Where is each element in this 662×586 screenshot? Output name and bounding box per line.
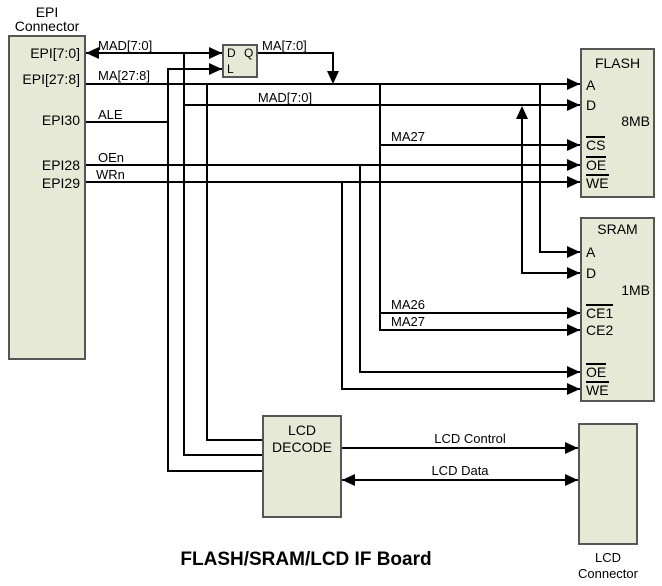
- label-ale: ALE: [98, 107, 123, 122]
- label-mad-lower: MAD[7:0]: [257, 90, 313, 105]
- wire-mad-bus: [86, 52, 222, 54]
- arrowhead-flash-a: [567, 78, 580, 90]
- wire-decode-in3: [167, 470, 262, 472]
- epi-pin-epi27-8: EPI[27:8]: [22, 71, 80, 87]
- epi-connector-box: [8, 35, 86, 360]
- label-ma-low: MA[7:0]: [262, 38, 307, 53]
- sram-box: [580, 217, 655, 402]
- lcd-connector-label-line1: LCD: [594, 550, 621, 565]
- arrowhead-latch-d: [209, 47, 222, 59]
- arrowhead-sram-d: [567, 267, 580, 279]
- arrowhead-sram-we: [567, 383, 580, 395]
- arrowhead-flash-oe: [567, 159, 580, 171]
- arrowhead-latch-l: [209, 63, 222, 75]
- arrowhead-lcd-data-right: [565, 474, 578, 486]
- drop-ma-low: [332, 52, 334, 80]
- wire-ale: [86, 121, 169, 123]
- wire-ma27-cs: [379, 144, 580, 146]
- flash-pin-oe: OE: [586, 156, 607, 173]
- wire-mad-lower: [183, 104, 580, 106]
- label-ma27-cs: MA27: [391, 129, 425, 144]
- label-wrn: WRn: [96, 167, 125, 182]
- lcd-decode-box: [262, 415, 342, 518]
- flash-pin-we: WE: [586, 174, 609, 191]
- flash-pin-d: D: [586, 97, 597, 113]
- flash-pin-cs: CS: [586, 136, 606, 153]
- label-lcd-control: LCD Control: [434, 431, 506, 446]
- drop-ma27: [379, 83, 381, 330]
- label-ma-bus: MA[27:8]: [98, 68, 151, 83]
- label-ma27-ce2: MA27: [391, 314, 425, 329]
- trunk-mad: [183, 52, 185, 455]
- wire-ma-bus: [86, 83, 580, 85]
- epi-header-line1: EPI: [35, 4, 59, 20]
- lcd-connector-box: [578, 423, 638, 545]
- drop-ma-sram-a: [539, 83, 541, 252]
- flash-size: 8MB: [621, 113, 650, 129]
- wire-decode-in2: [183, 454, 262, 456]
- drop-mad-sram-d: [521, 108, 523, 273]
- wire-oen: [86, 164, 580, 166]
- diagram-title: FLASH/SRAM/LCD IF Board: [180, 549, 432, 570]
- sram-pin-oe: OE: [586, 363, 607, 380]
- epi-pin-epi30: EPI30: [41, 112, 80, 128]
- flash-pin-a: A: [586, 77, 596, 93]
- arrowhead-sram-a: [567, 246, 580, 258]
- wire-latch-l: [167, 68, 222, 70]
- sram-size: 1MB: [621, 282, 650, 298]
- wire-ma26-ce1: [379, 312, 580, 314]
- arrowhead-lcd-data-left: [342, 474, 355, 486]
- lcd-decode-line2: DECODE: [272, 439, 332, 455]
- wire-sram-oe: [359, 371, 580, 373]
- label-lcd-data: LCD Data: [431, 463, 489, 478]
- arrowhead-sram-oe: [567, 366, 580, 378]
- latch-pin-l: L: [227, 62, 234, 76]
- wire-sram-a: [539, 251, 580, 253]
- epi-header-line2: Connector: [14, 18, 80, 34]
- arrowhead-mad-join-up: [516, 106, 528, 119]
- arrowhead-sram-ce1: [567, 307, 580, 319]
- wire-sram-d: [521, 272, 580, 274]
- wire-ma-low: [258, 52, 334, 54]
- drop-wrn-sram: [341, 181, 343, 389]
- arrowhead-ma-low-join: [327, 71, 339, 84]
- sram-pin-a: A: [586, 244, 596, 260]
- wire-wrn: [86, 181, 580, 183]
- trunk-ma: [206, 83, 208, 440]
- label-mad-bus: MAD[7:0]: [98, 38, 153, 53]
- label-oen: OEn: [98, 150, 125, 165]
- sram-title: SRAM: [597, 221, 638, 237]
- lcd-decode-line1: LCD: [287, 422, 316, 438]
- arrowhead-lcd-control: [565, 442, 578, 454]
- sram-pin-ce2: CE2: [586, 322, 614, 338]
- sram-pin-we: WE: [586, 381, 609, 398]
- latch-box: [222, 44, 258, 78]
- arrowhead-sram-ce2: [567, 324, 580, 336]
- wire-ma27-ce2: [379, 329, 580, 331]
- flash-box: [580, 48, 655, 198]
- wire-lcd-data: [342, 479, 578, 481]
- arrowhead-flash-d: [567, 99, 580, 111]
- sram-pin-d: D: [586, 265, 597, 281]
- label-ma26-ce1: MA26: [391, 297, 425, 312]
- drop-oen-sram: [359, 164, 361, 372]
- arrowhead-mad-to-epi: [86, 47, 99, 59]
- epi-pin-epi29: EPI29: [41, 175, 80, 191]
- flash-title: FLASH: [594, 55, 641, 71]
- arrowhead-flash-we: [567, 176, 580, 188]
- latch-pin-d: D: [227, 46, 236, 60]
- sram-pin-ce1: CE1: [586, 304, 614, 321]
- trunk-ale: [167, 68, 169, 471]
- arrowhead-flash-cs: [567, 139, 580, 151]
- epi-pin-epi28: EPI28: [41, 157, 80, 173]
- wire-sram-we: [341, 388, 580, 390]
- lcd-connector-label-line2: Connector: [578, 566, 638, 581]
- latch-pin-q: Q: [244, 46, 254, 60]
- epi-pin-epi7-0: EPI[7:0]: [30, 45, 80, 61]
- wire-decode-in1: [206, 439, 262, 441]
- wire-lcd-control: [342, 447, 578, 449]
